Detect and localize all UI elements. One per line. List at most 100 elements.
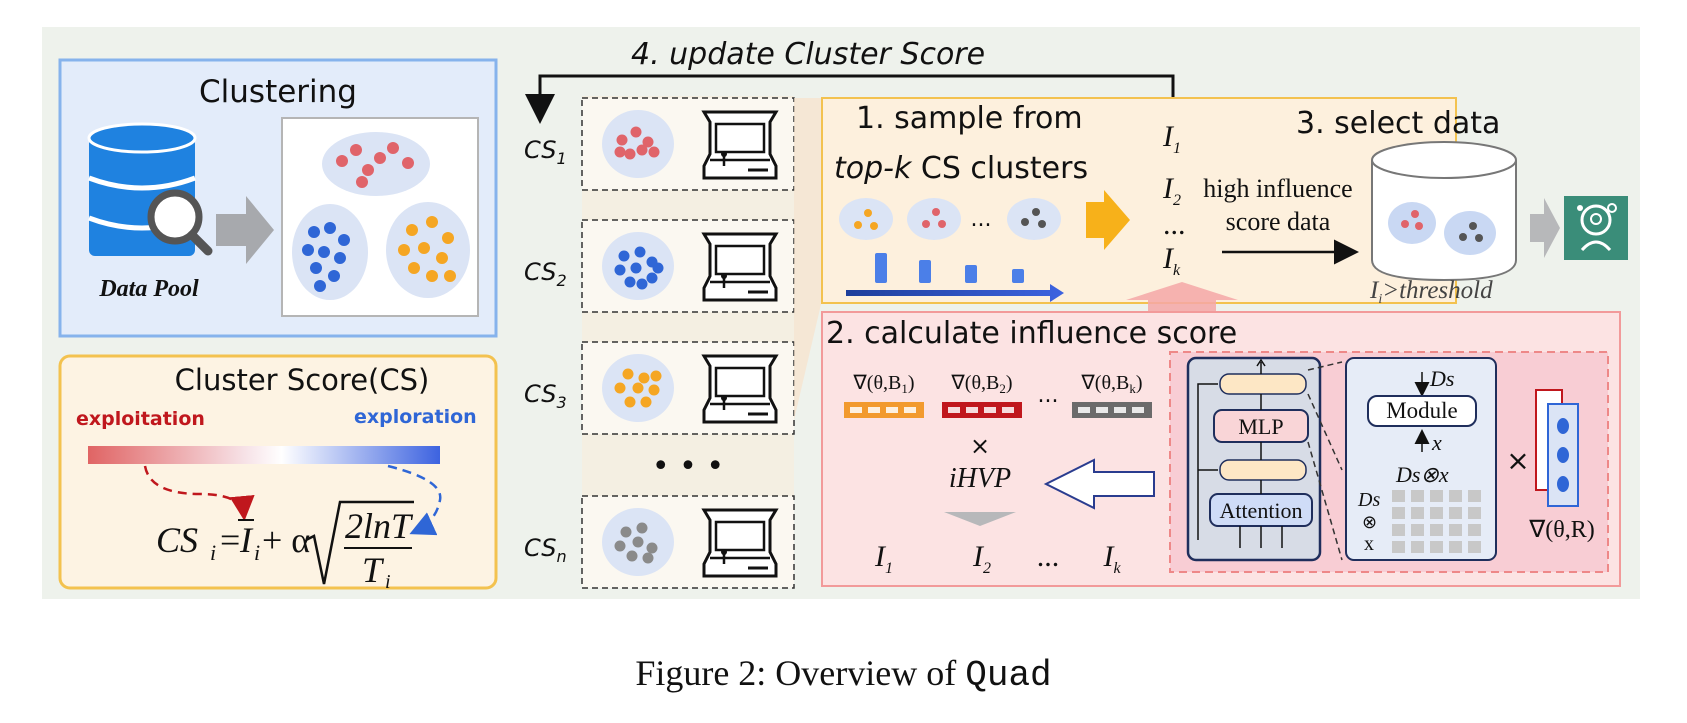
matrix-cell <box>1411 507 1424 519</box>
high-influence-line2: score data <box>1226 207 1331 236</box>
threshold-sub: i <box>1378 292 1382 307</box>
cluster-dot <box>614 540 626 552</box>
sample-title-line2: top-k CS clusters <box>834 151 1088 186</box>
cluster-dot <box>640 396 652 408</box>
matrix-cell <box>1392 541 1405 553</box>
formula-eq: = <box>220 520 240 560</box>
cluster-dot <box>648 384 660 396</box>
cluster-score-panel: Cluster Score(CS) exploitation explorati… <box>58 354 498 593</box>
calc-output-sub: k <box>1113 560 1121 577</box>
threshold-rest: >threshold <box>1382 277 1493 304</box>
sample-order-arrow <box>846 284 1064 302</box>
cluster-dot <box>632 536 644 548</box>
matrix-cell <box>1468 490 1481 502</box>
calc-output-sub: 1 <box>885 560 893 577</box>
sample-panel: 1. sample from top-k CS clusters ... I1I… <box>794 97 1628 420</box>
pink-up-arrow <box>1126 282 1238 320</box>
cluster-row: CS3 <box>524 341 795 435</box>
exploration-arrow <box>387 464 442 536</box>
cluster-dot <box>636 144 648 156</box>
grad-vector-bar <box>942 402 1022 418</box>
cluster-row: CSn <box>524 495 795 589</box>
arcade-machine-icon <box>701 354 779 424</box>
exploration-label: exploration <box>354 406 477 428</box>
matrix-cell <box>1392 490 1405 502</box>
cluster-dot <box>620 526 632 538</box>
cluster-row-sub: n <box>556 547 566 566</box>
grad-label-text: ∇(θ,B <box>1080 372 1129 394</box>
calc-panel: 2. calculate influence score ∇(θ,B1)∇(θ,… <box>821 311 1621 587</box>
sample-title-line1: 1. sample from <box>856 101 1083 136</box>
cluster-dot <box>630 126 642 138</box>
formula-sqrt <box>305 500 414 585</box>
formula-numerator: 2lnT <box>345 506 414 546</box>
arrow-icon <box>216 196 274 264</box>
hollow-left-arrow <box>1043 458 1155 510</box>
matrix-cell <box>1449 507 1462 519</box>
threshold-label: Ii>threshold <box>1369 277 1493 307</box>
grad-label-sub: 1 <box>901 381 908 396</box>
formula-den-sub: i <box>385 571 391 593</box>
cs-gradient-bar <box>88 446 440 464</box>
cluster-dot <box>624 396 636 408</box>
matrix-cell <box>1468 507 1481 519</box>
cluster-dot <box>614 264 626 276</box>
cluster-dot <box>622 368 634 380</box>
exploitation-arrow <box>143 465 255 521</box>
cluster-dot <box>630 262 642 274</box>
cluster-row-sub: 2 <box>556 271 566 290</box>
matrix-cell <box>1430 524 1443 536</box>
otimes-small: ⊗ <box>1362 512 1377 533</box>
cluster-dot <box>646 542 658 554</box>
formula-cs-sub: i <box>210 540 216 565</box>
calc-output: ... <box>1037 540 1060 573</box>
times-sign: × <box>970 432 990 460</box>
attention-label: Attention <box>1219 498 1302 523</box>
selected-data-cylinder <box>1371 141 1517 282</box>
cluster-row: CS1 <box>524 97 795 191</box>
orange-cluster <box>386 202 470 298</box>
ds-small: Ds <box>1357 489 1380 511</box>
influence-item-sub: 2 <box>1173 192 1181 209</box>
transformer-block: MLP Attention <box>1186 356 1322 562</box>
ds-otimes-x: Ds⊗x <box>1395 462 1449 487</box>
blue-cluster <box>292 204 368 300</box>
high-influence-line1: high influence <box>1203 174 1352 203</box>
matrix-cell <box>1392 507 1405 519</box>
times-right-sign: × <box>1506 444 1529 477</box>
cluster-dot <box>632 382 644 394</box>
grad-label-close: ) <box>908 372 915 394</box>
grad-r-label: ∇(θ,R) <box>1528 517 1595 543</box>
clustering-panel: Clustering Data Pool <box>58 58 498 338</box>
cluster-dot <box>616 134 628 146</box>
ihvp-label: iHVP <box>949 463 1011 494</box>
matrix-cell <box>1468 541 1481 553</box>
influence-item-sub: k <box>1173 262 1181 279</box>
exploitation-label: exploitation <box>76 408 205 430</box>
cluster-dot <box>618 250 630 262</box>
matrix-cell <box>1392 524 1405 536</box>
gradient-vector-icon <box>1535 389 1579 507</box>
grad-label-sub: k <box>1129 381 1136 396</box>
matrix-cell <box>1449 541 1462 553</box>
cluster-dot <box>652 262 664 274</box>
arcade-machine-icon <box>701 508 779 578</box>
caption-code: Quad <box>965 655 1052 696</box>
cluster-dot <box>646 272 658 284</box>
grad-vector-bar <box>844 402 924 418</box>
matrix-cell <box>1468 524 1481 536</box>
grey-down-arrow <box>944 512 1016 526</box>
update-score-label: 4. update Cluster Score <box>631 37 985 72</box>
data-pool-label: Data Pool <box>98 276 199 302</box>
cluster-dot <box>648 146 660 158</box>
sample-bars <box>875 253 1024 283</box>
matrix-cell <box>1430 541 1443 553</box>
grad-label-text: ∇(θ,B <box>852 372 901 394</box>
cluster-dot <box>614 146 626 158</box>
cluster-dot <box>638 372 650 384</box>
cluster-dot <box>634 246 646 258</box>
figure-caption: Figure 2: Overview of Quad <box>0 652 1687 696</box>
brain-person-icon <box>1564 196 1628 260</box>
